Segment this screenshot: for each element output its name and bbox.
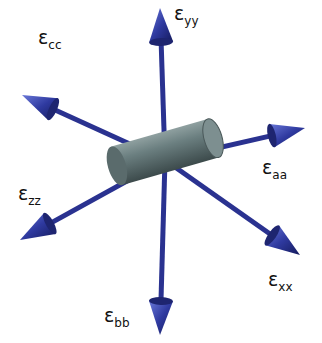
cone-base <box>149 297 173 306</box>
cylinder-end <box>103 144 131 187</box>
cone-base <box>265 123 278 148</box>
arrow-shaft <box>161 160 165 301</box>
arrow-shafts <box>50 42 272 301</box>
cylinder-end <box>199 117 227 160</box>
strain-label: εzz <box>18 184 41 203</box>
cone-head <box>149 301 173 335</box>
arrow-heads <box>20 8 305 335</box>
cone-base <box>149 38 173 47</box>
cone-base <box>44 96 61 121</box>
cone-head <box>149 8 173 42</box>
strain-label: εbb <box>104 306 130 325</box>
cylinder <box>103 117 227 188</box>
cone-base <box>40 211 59 236</box>
arrow-shaft <box>165 160 272 235</box>
strain-label: εaa <box>262 158 287 177</box>
strain-label: εyy <box>174 4 198 23</box>
strain-label: εcc <box>38 28 61 47</box>
strain-label: εxx <box>268 270 292 289</box>
cone-base <box>262 223 282 247</box>
